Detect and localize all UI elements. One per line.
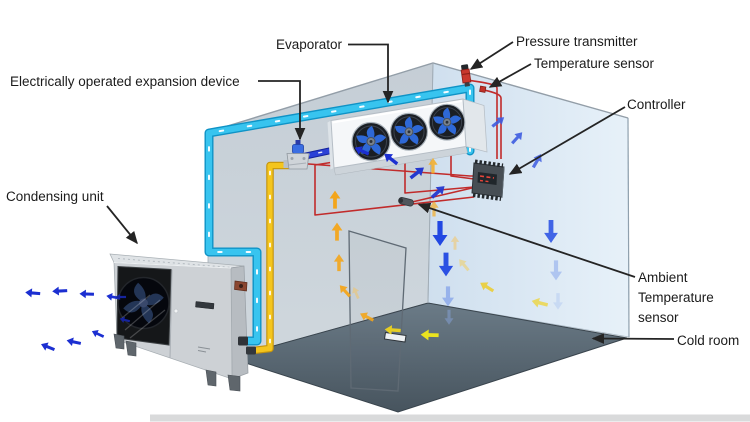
transmitter-nut xyxy=(464,82,470,87)
ambient-sensor-leader-line xyxy=(417,202,636,278)
ambient-sensor-tip xyxy=(398,198,404,203)
pressure-transmitter-leader-line xyxy=(469,41,514,70)
controller-terminals-top xyxy=(474,159,504,168)
controller-display-segments xyxy=(479,179,491,183)
evaporator-fan xyxy=(428,103,466,141)
condenser-fan xyxy=(117,276,170,330)
leader-lines xyxy=(106,41,675,344)
controller-display xyxy=(477,172,497,185)
temperature-sensor-label: Temperature sensor xyxy=(534,56,655,71)
transmitter-band xyxy=(461,72,470,76)
ambient-sensor-label: Ambient Temperature sensor xyxy=(638,270,718,325)
cold-room-label: Cold room xyxy=(677,333,739,348)
bottom-shadow-strip xyxy=(150,414,750,422)
valve-inlet-port xyxy=(283,160,289,168)
controller-display-segments xyxy=(479,175,495,179)
temperature-sensor-device xyxy=(479,85,487,93)
labels: Evaporator Pressure transmitter Temperat… xyxy=(6,34,739,348)
grille-highlight-hatch xyxy=(121,294,166,339)
pressure-transmitter-label: Pressure transmitter xyxy=(516,34,638,49)
expansion-device-label: Electrically operated expansion device xyxy=(10,74,240,89)
valve-body xyxy=(286,153,310,170)
liquid-pipe xyxy=(249,161,292,355)
valve-coil-cap xyxy=(292,144,304,154)
valve-bolt xyxy=(302,157,306,160)
door xyxy=(348,230,407,392)
service-valve-cap xyxy=(239,284,243,288)
expansion-device-leader-line xyxy=(258,80,306,141)
controller-device xyxy=(471,159,505,201)
condensing-unit-leader-line xyxy=(106,205,138,245)
condensing-unit-button xyxy=(173,308,179,314)
transmitter-cap xyxy=(461,64,469,70)
expansion-valve xyxy=(283,140,310,170)
evaporator-top-highlight xyxy=(332,100,463,124)
evaporator-fan xyxy=(389,112,429,151)
ambient-sensor-device xyxy=(398,197,414,207)
suction-pipe-fitting xyxy=(238,336,248,346)
condensing-unit-label: Condensing unit xyxy=(6,189,104,204)
condensing-unit-label-marks xyxy=(197,346,211,353)
controller-edge-highlight xyxy=(501,166,505,198)
condensing-unit-rim-highlight xyxy=(113,262,232,269)
evaporator-left-cap xyxy=(327,120,334,170)
evaporator-right-cap xyxy=(462,98,488,153)
cold-room-leader-line xyxy=(591,333,675,344)
evaporator-leader-line xyxy=(348,43,394,104)
condensing-unit-device xyxy=(109,253,256,392)
temperature-sensor-wire xyxy=(483,89,502,159)
valve-bolt xyxy=(290,157,294,160)
suction-pipe xyxy=(204,83,475,346)
condensing-unit-vent-slot xyxy=(195,301,215,310)
liquid-pipe-fitting xyxy=(246,346,256,355)
wall-corner-edge xyxy=(427,62,434,304)
evaporator-label: Evaporator xyxy=(276,37,343,52)
evaporator-fan xyxy=(351,121,391,162)
condensing-unit-panel-divider xyxy=(169,269,173,359)
controller-label: Controller xyxy=(627,97,686,112)
transmitter-body xyxy=(460,68,472,84)
condensing-unit-feet xyxy=(113,333,241,392)
valve-stem xyxy=(295,140,301,146)
evaporator-wire-c xyxy=(314,160,475,216)
pressure-transmitter-device xyxy=(460,64,472,87)
temperature-sensor-leader-line xyxy=(488,63,532,88)
condensing-unit-top-vents xyxy=(117,258,239,269)
valve-detail-line xyxy=(288,162,307,166)
controller-terminals-bottom xyxy=(472,193,502,201)
door-handle xyxy=(383,331,407,343)
wall-right-edge xyxy=(627,117,630,338)
ambient-sensor-wire xyxy=(411,187,473,203)
controller-leader-line xyxy=(508,106,626,175)
